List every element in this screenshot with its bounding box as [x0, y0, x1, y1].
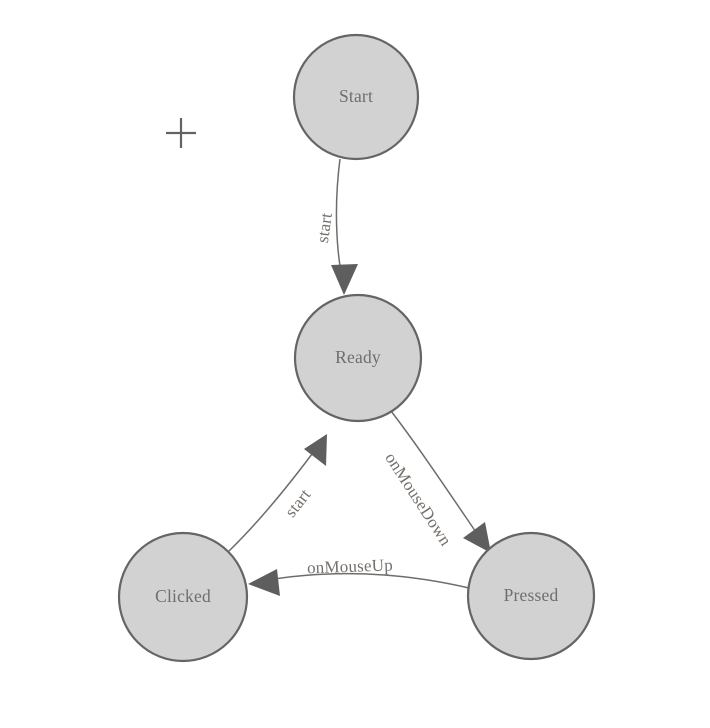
- node-pressed-circle[interactable]: [466, 531, 596, 661]
- node-start-label: Start: [339, 86, 373, 106]
- node-clicked-circle[interactable]: [117, 531, 249, 663]
- edge-label-clicked-to-ready: start: [281, 485, 315, 521]
- node-ready-label: Ready: [335, 347, 381, 367]
- arrow-head-clicked-to-ready: [304, 434, 327, 466]
- arrow-head-pressed-to-clicked: [248, 569, 280, 596]
- node-pressed[interactable]: Pressed: [466, 531, 596, 661]
- edge-path-start-to-ready[interactable]: [335, 158, 344, 284]
- edge-label-pressed-to-clicked: onMouseUp: [307, 555, 393, 577]
- edge-path-pressed-to-clicked[interactable]: [261, 572, 470, 589]
- edge-path-ready-to-pressed[interactable]: [390, 410, 483, 542]
- edge-ready-to-pressed[interactable]: onMouseDown: [381, 410, 491, 553]
- node-ready-circle[interactable]: [293, 293, 423, 423]
- edge-pressed-to-clicked[interactable]: onMouseUp: [248, 555, 470, 596]
- node-clicked[interactable]: Clicked: [117, 531, 249, 663]
- node-ready[interactable]: Ready: [293, 293, 423, 423]
- node-pressed-label: Pressed: [504, 585, 559, 605]
- plus-crosshair-icon[interactable]: [166, 118, 196, 148]
- arrow-head-ready-to-pressed: [463, 522, 491, 553]
- edge-start-to-ready[interactable]: start: [313, 158, 358, 295]
- node-start-circle[interactable]: [292, 33, 420, 161]
- node-start[interactable]: Start: [292, 33, 420, 161]
- edge-label-ready-to-pressed: onMouseDown: [381, 449, 455, 549]
- arrow-head-start-to-ready: [331, 264, 358, 295]
- edge-label-start-to-ready: start: [313, 211, 336, 244]
- edge-clicked-to-ready[interactable]: start: [228, 434, 327, 552]
- node-clicked-label: Clicked: [155, 586, 211, 606]
- edge-path-clicked-to-ready[interactable]: [228, 445, 319, 552]
